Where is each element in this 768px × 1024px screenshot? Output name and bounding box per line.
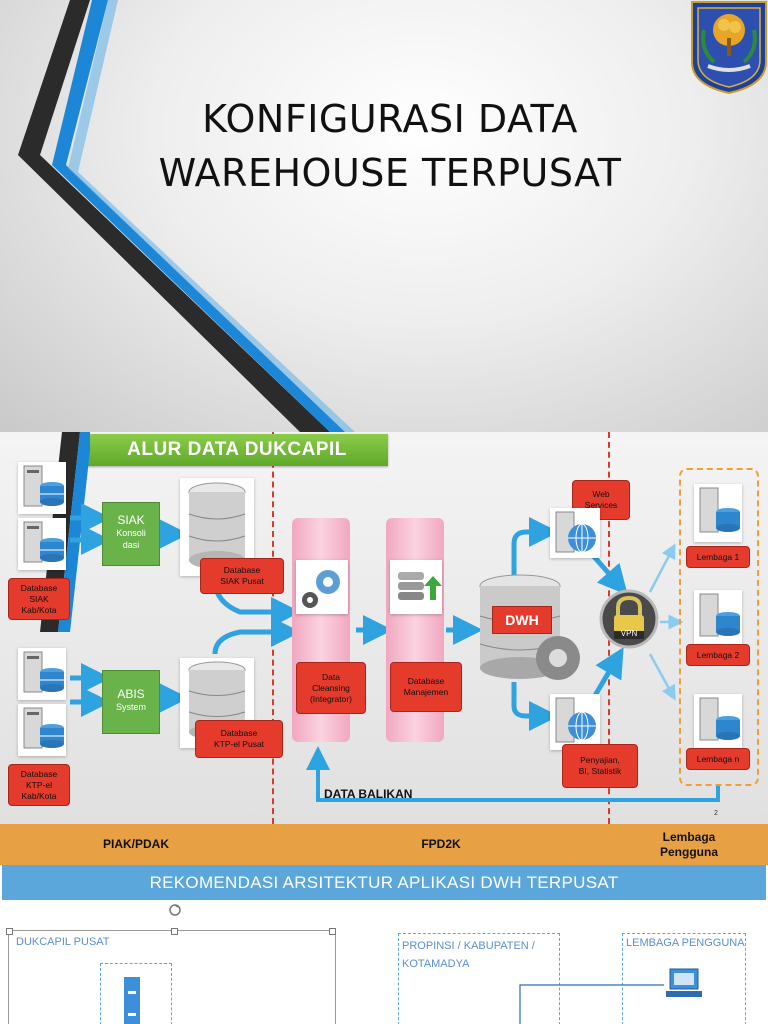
label-lembaga-n: Lembaga n <box>686 748 750 770</box>
resize-handle-tl[interactable] <box>6 928 13 935</box>
label-lembaga-1: Lembaga 1 <box>686 546 750 568</box>
label-lembaga-2: Lembaga 2 <box>686 644 750 666</box>
page-title: KONFIGURASI DATA WAREHOUSE TERPUSAT <box>90 92 690 200</box>
network-connection <box>519 968 702 1024</box>
database-upload-icon <box>390 560 442 614</box>
data-flow-slide: ALUR DATA DUKCAPIL <box>0 432 768 865</box>
server-ktp-kab-1 <box>18 648 66 700</box>
blue-stripe <box>52 0 345 432</box>
abis-sub: System <box>115 702 146 712</box>
server-siak-kab-2 <box>18 518 66 570</box>
vpn-label: VPN <box>620 629 638 638</box>
zone-label-lembaga-line2: Pengguna <box>659 844 718 859</box>
abis-title: ABIS <box>117 687 145 701</box>
zone-label-lembaga: Lembaga Pengguna <box>610 824 768 865</box>
vpn-lock-icon <box>599 589 659 649</box>
server-lembaga-n <box>694 694 742 748</box>
server-subpanel <box>100 963 172 1024</box>
abis-system-box: ABIS System <box>102 670 160 734</box>
server-lembaga-1 <box>694 484 742 542</box>
report-server-globe-icon <box>550 694 600 750</box>
siak-title: SIAK <box>117 513 145 527</box>
rotate-handle-icon[interactable] <box>168 903 182 917</box>
web-server-globe-icon <box>550 508 600 558</box>
panel-label-lembaga: LEMBAGA PENGGUNA <box>626 937 745 949</box>
architecture-heading: REKOMENDASI ARSITEKTUR APLIKASI DWH TERP… <box>2 865 766 900</box>
zone-label-lembaga-line1: Lembaga <box>662 829 716 844</box>
resize-handle-tc[interactable] <box>171 928 178 935</box>
panel-label-propinsi: PROPINSI / KABUPATEN /KOTAMADYA <box>402 940 535 970</box>
resize-handle-tr[interactable] <box>329 928 336 935</box>
siak-sub-1: Konsoli <box>116 528 146 538</box>
zone-label-piak: PIAK/PDAK <box>102 837 169 851</box>
server-ktp-kab-2 <box>18 704 66 756</box>
label-penyajian: Penyajian,BI, Statistik <box>562 744 638 788</box>
siak-sub-2: dasi <box>122 540 140 550</box>
flow-heading: ALUR DATA DUKCAPIL <box>86 434 388 466</box>
data-balikan-label: DATA BALIKAN <box>324 787 413 801</box>
lembaga-group <box>679 468 759 786</box>
title-slide: KONFIGURASI DATA WAREHOUSE TERPUSAT <box>0 0 768 432</box>
panel-lembaga-pengguna <box>622 933 746 1024</box>
panel-propinsi <box>398 933 560 1024</box>
zone-bar <box>0 824 768 865</box>
dwh-label: DWH <box>492 606 552 634</box>
gears-icon <box>296 560 348 614</box>
zone-label-fpd2k: FPD2K <box>421 837 461 851</box>
server-siak-kab-1 <box>18 462 66 514</box>
title-line-2: WAREHOUSE TERPUSAT <box>158 151 622 195</box>
siak-consolidation-box: SIAK Konsoli dasi <box>102 502 160 566</box>
decorative-stripes <box>18 0 355 432</box>
title-line-1: KONFIGURASI DATA <box>202 97 578 141</box>
page-number: 2 <box>714 810 718 817</box>
architecture-slide: REKOMENDASI ARSITEKTUR APLIKASI DWH TERP… <box>0 865 768 1024</box>
panel-label-dukcapil: DUKCAPIL PUSAT <box>16 936 110 948</box>
emblem-icon <box>691 1 767 95</box>
dark-stripe <box>18 0 330 432</box>
server-tower-icon <box>124 977 140 1024</box>
server-lembaga-2 <box>694 590 742 644</box>
